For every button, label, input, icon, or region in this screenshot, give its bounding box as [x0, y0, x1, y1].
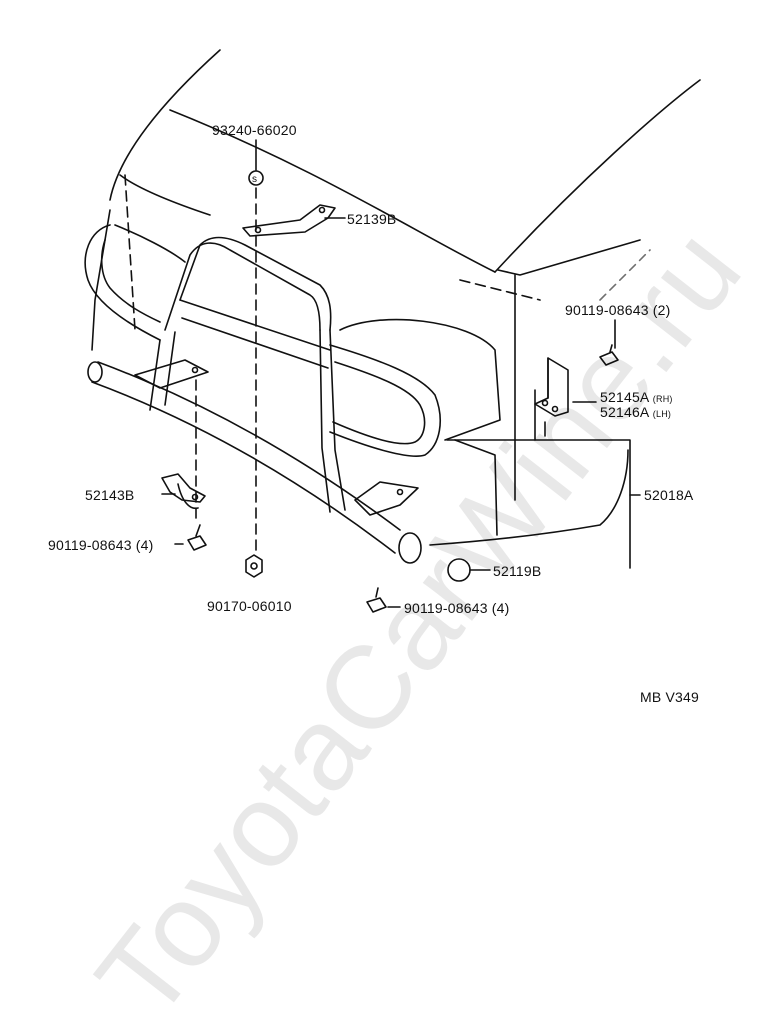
part-label-90170-06010: 90170-06010	[207, 598, 292, 614]
part-label-90119-left: 90119-08643 (4)	[48, 537, 154, 553]
screw-93240-icon: s	[248, 170, 264, 186]
part-label-93240-66020: 93240-66020	[212, 122, 297, 138]
bolt-90119-center-icon	[366, 587, 387, 613]
bolt-90119-left-icon	[187, 524, 207, 551]
nut-90170-icon	[245, 554, 263, 578]
vehicle-body-outline	[91, 49, 701, 546]
part-label-52146A: 52146A (LH)	[600, 404, 672, 420]
part-label-90119-rh: 90119-08643 (2)	[565, 302, 671, 318]
svg-text:s: s	[252, 174, 257, 185]
part-label-52143B: 52143B	[85, 487, 135, 503]
bracket-52143B	[161, 473, 206, 510]
plug-52119B-icon	[447, 558, 471, 582]
diagram-code: MB V349	[640, 689, 699, 705]
alignment-dashed-lines	[195, 187, 257, 556]
bracket-52145A-52146A	[534, 357, 569, 417]
part-label-52018A: 52018A	[644, 487, 694, 503]
mount-bracket-left	[134, 359, 209, 389]
grille-guard-tube	[84, 224, 441, 564]
bolt-90119-rh-icon	[599, 344, 619, 366]
part-label-52145A: 52145A (RH)	[600, 389, 673, 405]
part-label-52119B: 52119B	[493, 563, 542, 579]
part-label-90119-center: 90119-08643 (4)	[404, 600, 510, 616]
part-label-52139B: 52139B	[347, 211, 397, 227]
leader-lines	[161, 139, 641, 608]
mount-bracket-right	[354, 481, 419, 516]
